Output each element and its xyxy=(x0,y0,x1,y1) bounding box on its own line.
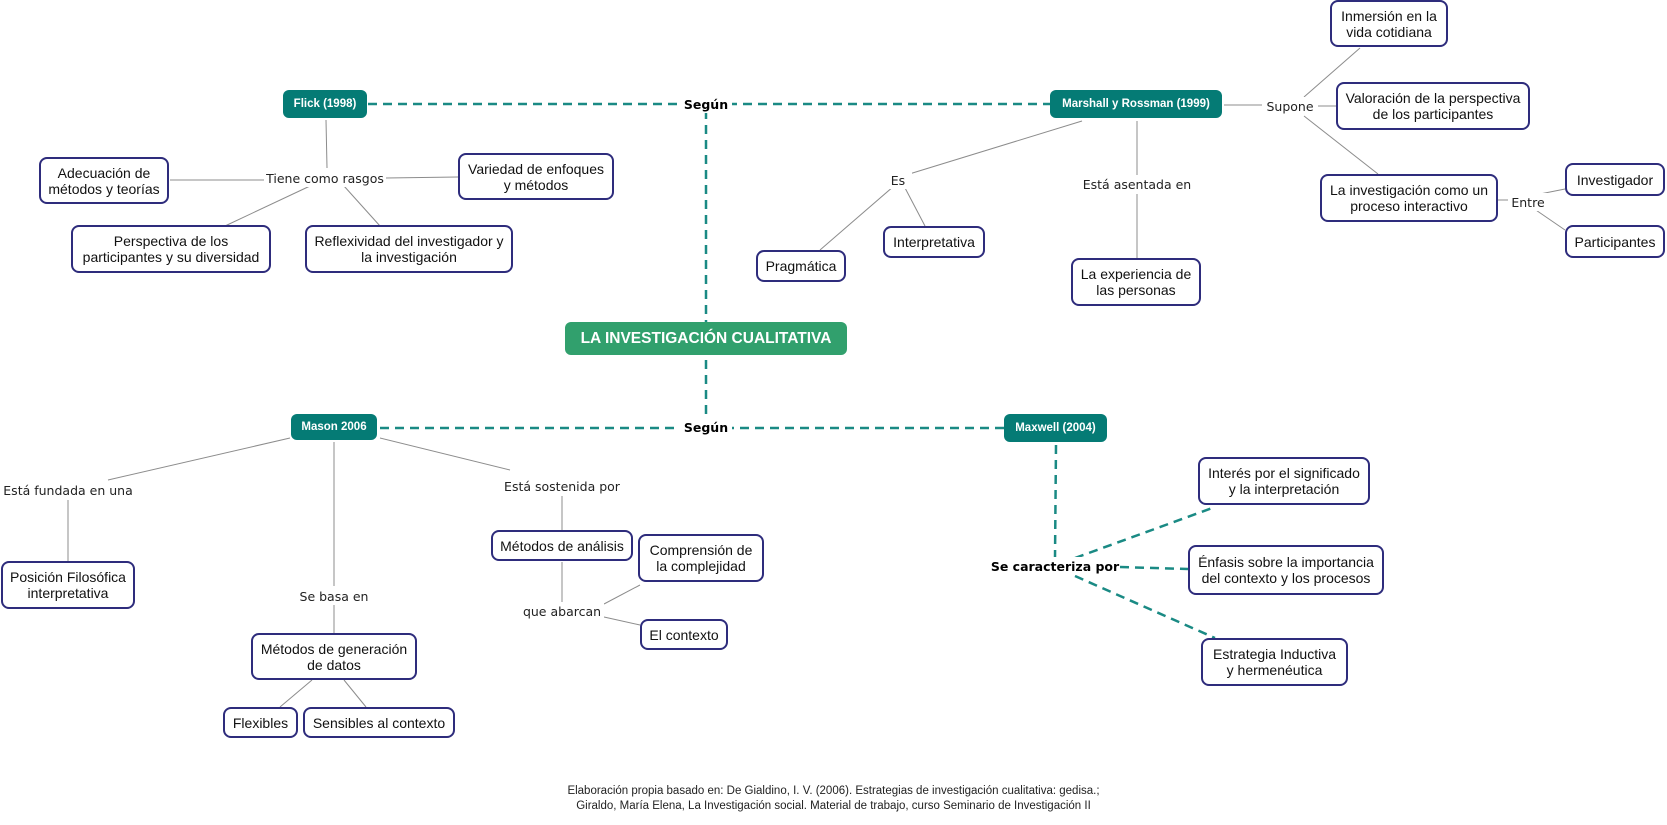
marshall-es-interpretativa: Interpretativa xyxy=(883,226,985,258)
flick-item-reflexividad: Reflexividad del investigador y la inves… xyxy=(305,225,513,273)
marshall-es-pragmatica: Pragmática xyxy=(756,250,846,282)
link-entre: Entre xyxy=(1508,193,1548,211)
mason-sensibles-contexto: Sensibles al contexto xyxy=(303,707,455,738)
flick-item-perspectiva: Perspectiva de los participantes y su di… xyxy=(71,225,271,273)
marshall-proceso-interactivo: La investigación como un proceso interac… xyxy=(1320,174,1498,222)
maxwell-estrategia-inductiva: Estrategia Inductiva y hermenéutica xyxy=(1201,638,1348,686)
marshall-experiencia: La experiencia de las personas xyxy=(1071,258,1201,306)
marshall-participantes: Participantes xyxy=(1565,225,1665,258)
link-que-abarcan: que abarcan xyxy=(520,602,604,620)
mason-comprension-complejidad: Comprensión de la complejidad xyxy=(638,534,764,582)
link-esta-sostenida-por: Está sostenida por xyxy=(500,477,624,495)
link-esta-fundada-en-una: Está fundada en una xyxy=(2,481,134,499)
link-supone: Supone xyxy=(1262,97,1318,115)
connector-segun-bottom: Según xyxy=(680,418,732,436)
author-marshall-rossman: Marshall y Rossman (1999) xyxy=(1050,90,1222,118)
marshall-investigador: Investigador xyxy=(1565,163,1665,196)
link-se-caracteriza-por: Se caracteriza por xyxy=(990,557,1120,575)
marshall-valoracion: Valoración de la perspectiva de los part… xyxy=(1336,82,1530,130)
link-es: Es xyxy=(884,171,912,189)
connector-segun-top: Según xyxy=(680,95,732,113)
mason-metodos-generacion: Métodos de generación de datos xyxy=(251,633,417,680)
central-topic: LA INVESTIGACIÓN CUALITATIVA xyxy=(565,322,847,355)
maxwell-enfasis-contexto: Énfasis sobre la importancia del context… xyxy=(1188,545,1384,595)
footer-line-2: Giraldo, María Elena, La Investigación s… xyxy=(576,800,1091,812)
link-esta-asentada-en: Está asentada en xyxy=(1078,175,1196,193)
author-maxwell: Maxwell (2004) xyxy=(1004,414,1107,442)
link-tiene-como-rasgos: Tiene como rasgos xyxy=(264,169,386,187)
link-se-basa-en: Se basa en xyxy=(296,587,372,605)
flick-item-adecuacion: Adecuación de métodos y teorías xyxy=(39,157,169,204)
maxwell-interes-significado: Interés por el significado y la interpre… xyxy=(1198,457,1370,505)
mason-flexibles: Flexibles xyxy=(223,707,298,738)
mason-el-contexto: El contexto xyxy=(640,619,728,650)
flick-item-variedad: Variedad de enfoques y métodos xyxy=(458,153,614,200)
mason-metodos-analisis: Métodos de análisis xyxy=(491,530,633,561)
footer-reference: Elaboración propia basado en: De Gialdin… xyxy=(0,784,1667,814)
author-mason: Mason 2006 xyxy=(291,414,377,440)
mason-posicion-filosofica: Posición Filosófica interpretativa xyxy=(1,561,135,609)
footer-line-1: Elaboración propia basado en: De Gialdin… xyxy=(567,785,1100,797)
author-flick: Flick (1998) xyxy=(283,90,367,118)
marshall-inmersion: Inmersión en la vida cotidiana xyxy=(1330,0,1448,47)
